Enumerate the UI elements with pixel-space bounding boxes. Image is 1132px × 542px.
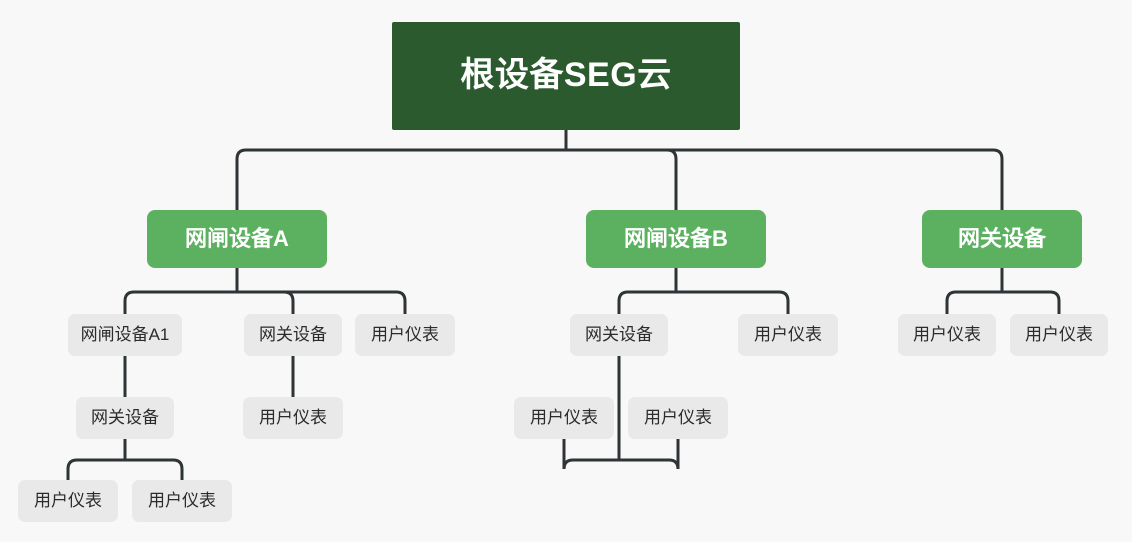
leaf-node[interactable]: 网关设备 — [76, 397, 174, 439]
connector-branch-left — [235, 148, 566, 210]
connector-branch-left — [123, 290, 237, 314]
leaf-node[interactable]: 用户仪表 — [1010, 314, 1108, 356]
leaf-node[interactable]: 网关设备 — [244, 314, 342, 356]
connector-branch-left — [617, 290, 676, 314]
leaf-node[interactable]: 用户仪表 — [243, 397, 343, 439]
leaf-node[interactable]: 用户仪表 — [18, 480, 118, 522]
leaf-node[interactable]: 用户仪表 — [514, 397, 614, 439]
leaf-node[interactable]: 网关设备 — [570, 314, 668, 356]
branch-node[interactable]: 网闸设备B — [586, 210, 766, 268]
branch-node[interactable]: 网关设备 — [922, 210, 1082, 268]
connector-branch-right — [125, 458, 184, 480]
connector-branch-right — [237, 290, 295, 314]
connector-branch-right — [566, 148, 1004, 210]
leaf-node[interactable]: 用户仪表 — [355, 314, 455, 356]
connector-branch-right — [676, 290, 790, 314]
leaf-node[interactable]: 网闸设备A1 — [68, 314, 182, 356]
root-node[interactable]: 根设备SEG云 — [392, 22, 740, 130]
leaf-node[interactable]: 用户仪表 — [132, 480, 232, 522]
leaf-node[interactable]: 用户仪表 — [738, 314, 838, 356]
connector-branch-left — [945, 290, 1002, 314]
connector-branch-right — [237, 290, 407, 314]
connector-branch-left — [66, 458, 125, 480]
connector-branch-right — [1002, 290, 1061, 314]
leaf-node[interactable]: 用户仪表 — [628, 397, 728, 439]
branch-node[interactable]: 网闸设备A — [147, 210, 327, 268]
connector-branch-right — [566, 148, 678, 210]
leaf-node[interactable]: 用户仪表 — [898, 314, 996, 356]
